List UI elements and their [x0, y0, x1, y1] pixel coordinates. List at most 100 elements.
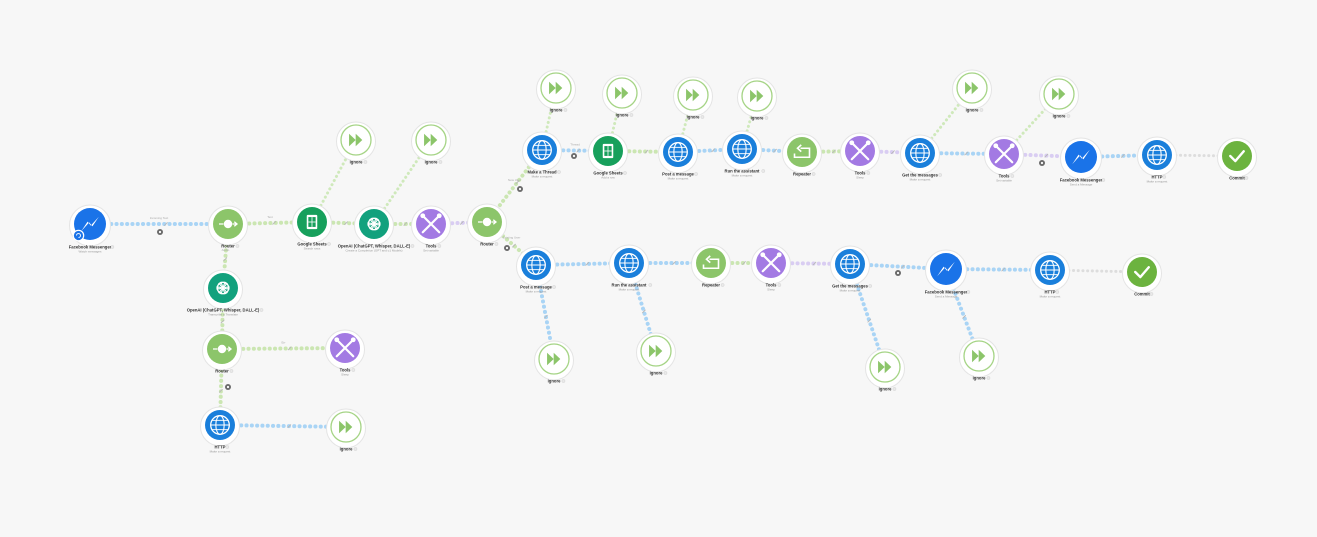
- module-label: Tools: [855, 171, 867, 176]
- module-number-badge: [363, 160, 368, 164]
- filter-wrench-icon[interactable]: [1001, 267, 1006, 272]
- filter-wrench-icon[interactable]: [644, 149, 649, 154]
- filter-wrench-icon[interactable]: [287, 346, 292, 351]
- module-label: Google Sheets: [593, 171, 623, 176]
- module-openai1[interactable]: OpenAI (ChatGPT, Whisper, DALL-E)Create …: [338, 205, 415, 253]
- filter-wrench-icon[interactable]: [642, 309, 646, 314]
- module-openai2[interactable]: OpenAI (ChatGPT, Whisper, DALL-E)Transcr…: [187, 269, 264, 317]
- filter-wrench-icon[interactable]: [403, 222, 408, 226]
- connection-http1-ign3[interactable]: [218, 423, 348, 429]
- module-label: Tools: [426, 244, 438, 249]
- filter-wrench-icon[interactable]: [512, 243, 516, 248]
- module-commit2[interactable]: Commit: [1122, 253, 1162, 297]
- connection-label: Existing User: [503, 236, 521, 240]
- module-ign_t6[interactable]: Ignore: [1039, 75, 1079, 119]
- filter-wrench-icon[interactable]: [223, 257, 228, 262]
- filter-wrench-icon[interactable]: [272, 221, 277, 225]
- module-rep2[interactable]: Repeater: [691, 244, 731, 288]
- module-label: Run the assistant: [612, 283, 648, 288]
- module-rep1[interactable]: Repeater: [782, 133, 822, 177]
- module-number-badge: [259, 308, 264, 312]
- filter-wrench-icon[interactable]: [867, 318, 872, 323]
- module-number-badge: [938, 173, 943, 177]
- filter-wrench-icon[interactable]: [812, 261, 817, 266]
- module-commit1[interactable]: Commit: [1217, 137, 1257, 181]
- module-ign_t1[interactable]: Ignore: [536, 69, 576, 113]
- module-number-badge: [561, 379, 566, 383]
- connection-router3-tools2[interactable]: [220, 346, 347, 351]
- module-ign_b1[interactable]: Ignore: [534, 340, 574, 384]
- module-ign_b3[interactable]: Ignore: [865, 348, 905, 392]
- globe-icon: [668, 142, 688, 162]
- module-number-badge: [979, 108, 984, 112]
- module-router3[interactable]: Router: [202, 330, 242, 374]
- module-ign3[interactable]: Ignore: [326, 408, 366, 452]
- module-router1[interactable]: Router: [208, 205, 248, 249]
- filter-wrench-icon[interactable]: [964, 151, 969, 156]
- filter-wrench-icon[interactable]: [220, 319, 225, 324]
- router-settings-gear-icon[interactable]: [157, 229, 163, 235]
- filter-wrench-icon[interactable]: [344, 221, 348, 225]
- filter-wrench-icon[interactable]: [459, 221, 464, 225]
- globe-icon: [1147, 145, 1167, 165]
- schedule-clock-icon[interactable]: [72, 229, 85, 242]
- router-settings-gear-icon[interactable]: [571, 153, 577, 159]
- fast-forward-icon: [549, 81, 563, 95]
- router-settings-gear-icon[interactable]: [225, 384, 231, 390]
- router-settings-gear-icon[interactable]: [504, 245, 510, 251]
- filter-wrench-icon[interactable]: [576, 148, 581, 153]
- filter-wrench-icon[interactable]: [219, 388, 223, 393]
- filter-wrench-icon[interactable]: [585, 262, 589, 266]
- module-ign_t5[interactable]: Ignore: [952, 69, 992, 113]
- filter-wrench-icon[interactable]: [287, 424, 292, 428]
- module-ign_b2[interactable]: Ignore: [636, 332, 676, 376]
- module-ign1[interactable]: Ignore: [336, 121, 376, 165]
- router-settings-gear-icon[interactable]: [895, 270, 901, 276]
- filter-wrench-icon[interactable]: [1044, 153, 1049, 158]
- filter-wrench-icon[interactable]: [773, 148, 777, 153]
- router-settings-gear-icon[interactable]: [517, 186, 523, 192]
- module-ign_t2[interactable]: Ignore: [602, 74, 642, 118]
- filter-wrench-icon[interactable]: [672, 261, 676, 265]
- module-ign_t4[interactable]: Ignore: [737, 77, 777, 121]
- filter-wrench-icon[interactable]: [711, 148, 716, 153]
- filter-wrench-icon[interactable]: [891, 150, 895, 154]
- filter-wrench-icon[interactable]: [900, 264, 905, 269]
- module-ign_b4[interactable]: Ignore: [959, 337, 999, 381]
- module-number-badge: [557, 170, 561, 174]
- filter-wrench-icon[interactable]: [164, 222, 168, 226]
- module-ign_t3[interactable]: Ignore: [673, 76, 713, 120]
- router-settings-gear-icon[interactable]: [1039, 160, 1045, 166]
- filter-wrench-icon[interactable]: [1120, 154, 1125, 158]
- filter-wrench-icon[interactable]: [962, 315, 966, 319]
- filter-wrench-icon[interactable]: [832, 149, 836, 154]
- module-router2[interactable]: Router: [467, 203, 507, 247]
- checkmark-icon: [1134, 266, 1150, 279]
- filter-wrench-icon[interactable]: [742, 261, 746, 265]
- filter-wrench-icon[interactable]: [515, 180, 520, 185]
- module-ign2[interactable]: Ignore: [411, 121, 451, 165]
- filter-wrench-icon[interactable]: [544, 314, 548, 319]
- fast-forward-icon: [686, 88, 700, 102]
